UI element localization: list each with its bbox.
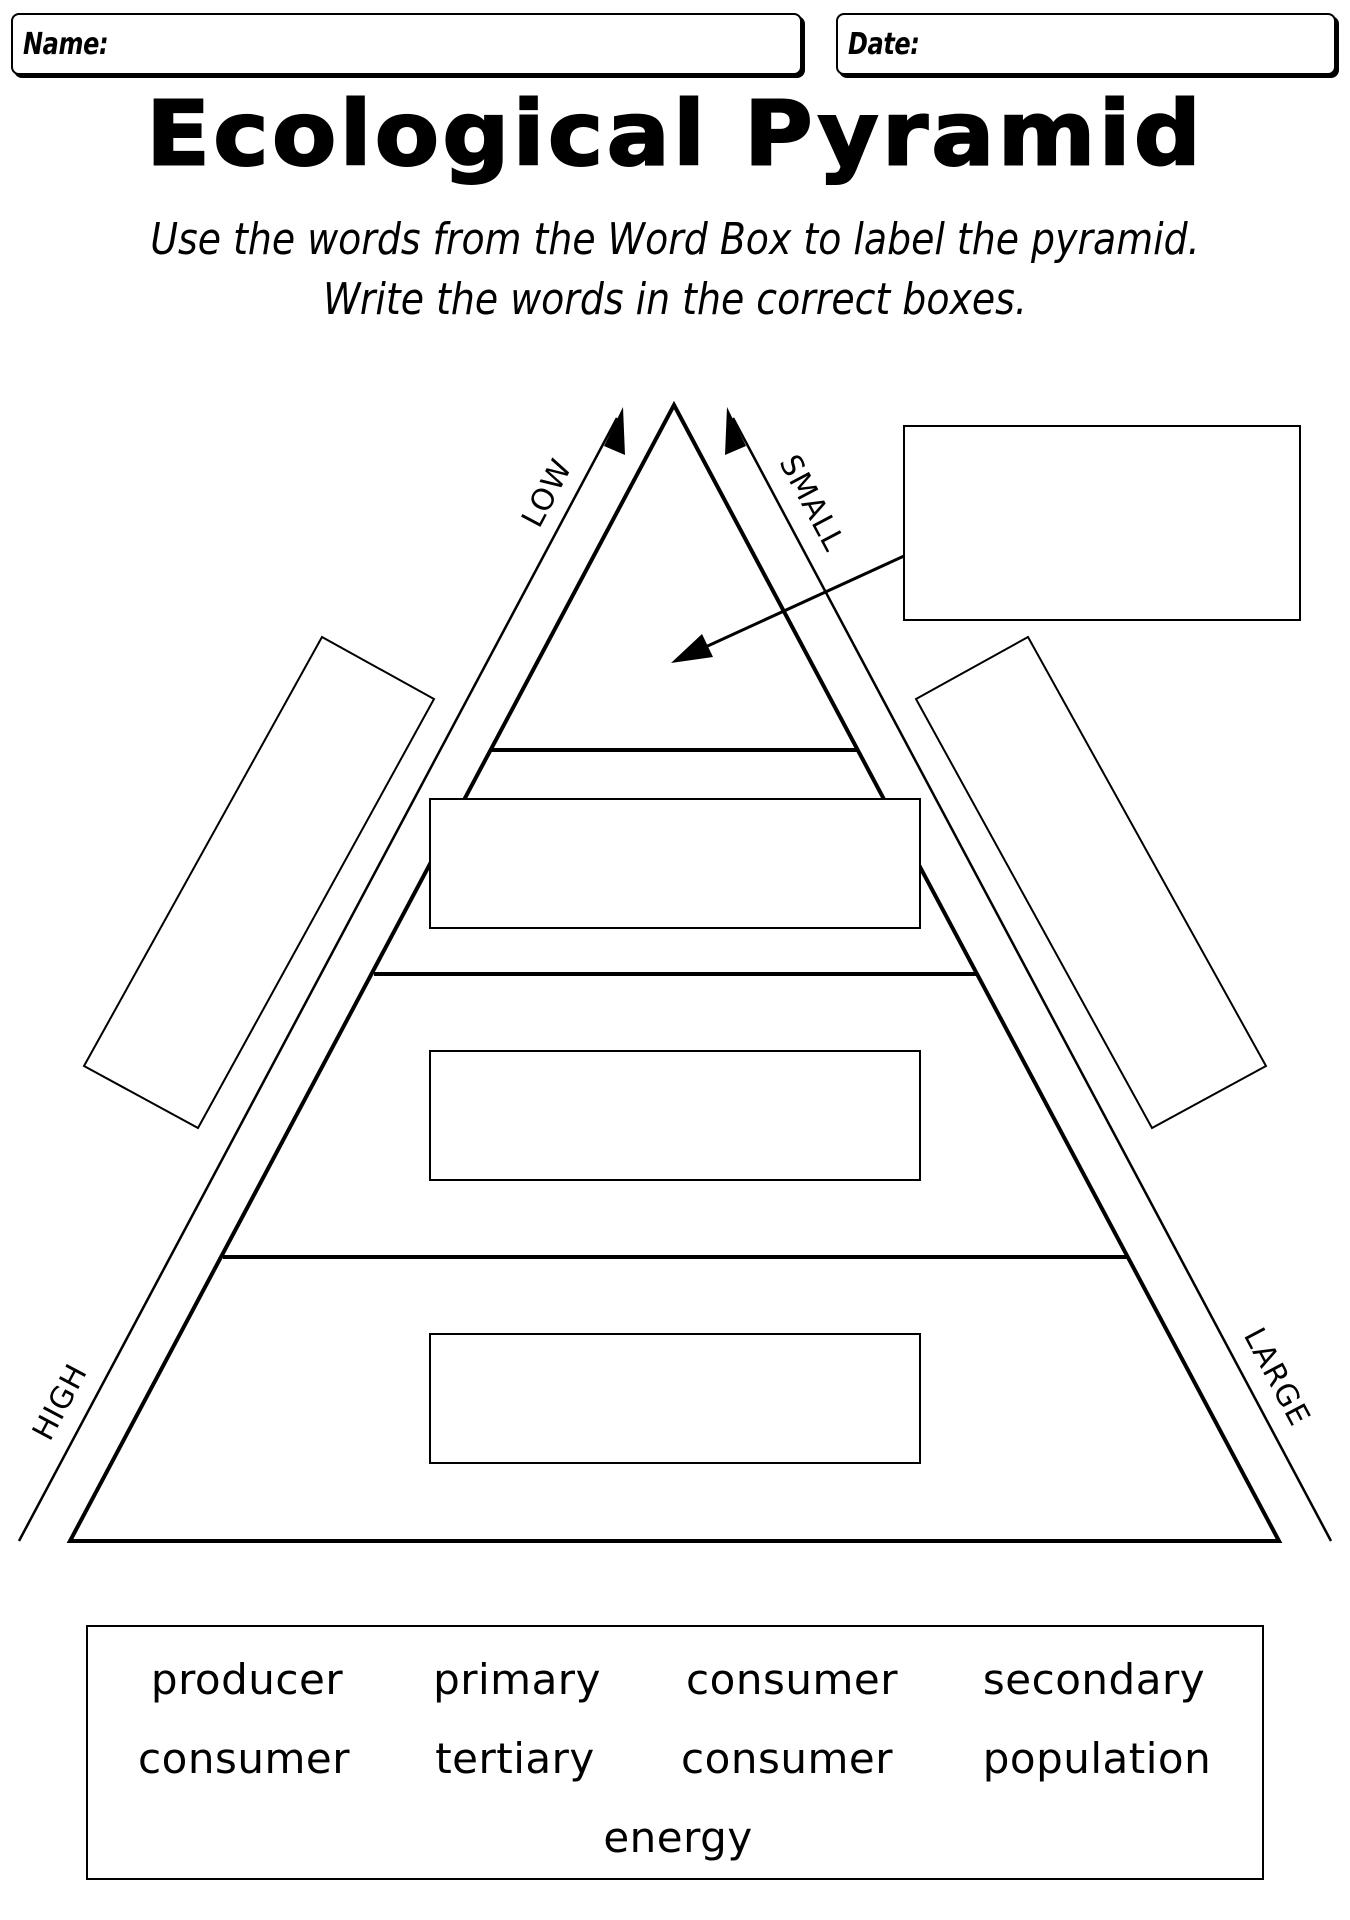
word-consumer: consumer (138, 1734, 350, 1783)
date-label: Date: (848, 27, 920, 62)
date-field[interactable]: Date: (836, 13, 1336, 75)
left-side-answer-box[interactable] (82, 635, 436, 1130)
word-consumer: consumer (686, 1655, 898, 1704)
axis-label-small: SMALL (772, 449, 852, 557)
word-population: population (982, 1734, 1212, 1783)
word-secondary: secondary (982, 1655, 1206, 1704)
instruction-line-2: Write the words in the correct boxes. (323, 274, 1027, 325)
level-4-answer-box[interactable] (429, 1333, 921, 1464)
right-side-answer-box[interactable] (914, 635, 1268, 1130)
left-axis-arrow (17, 407, 625, 1542)
arrowhead-icon (671, 634, 713, 663)
pyramid-outline (66, 400, 1283, 1543)
page-title: Ecological Pyramid (145, 82, 1205, 187)
top-level-answer-box[interactable] (903, 425, 1301, 621)
name-field[interactable]: Name: (11, 13, 802, 75)
word-box: producer primary consumer secondary cons… (86, 1625, 1264, 1880)
word-primary: primary (433, 1655, 601, 1704)
name-label: Name: (23, 27, 109, 62)
arrowhead-icon (725, 407, 746, 455)
axis-label-low: LOW (515, 453, 580, 533)
axis-label-high: HIGH (26, 1358, 95, 1446)
arrowhead-icon (604, 407, 625, 455)
instruction-line-1: Use the words from the Word Box to label… (150, 214, 1200, 265)
word-energy: energy (603, 1813, 753, 1862)
axis-label-large: LARGE (1236, 1322, 1317, 1432)
level-2-answer-box[interactable] (429, 798, 921, 929)
right-axis-arrow (725, 407, 1333, 1542)
top-level-pointer-arrow (671, 554, 905, 663)
level-3-answer-box[interactable] (429, 1050, 921, 1181)
word-tertiary: tertiary (435, 1734, 595, 1783)
word-consumer: consumer (681, 1734, 893, 1783)
word-producer: producer (150, 1655, 344, 1704)
